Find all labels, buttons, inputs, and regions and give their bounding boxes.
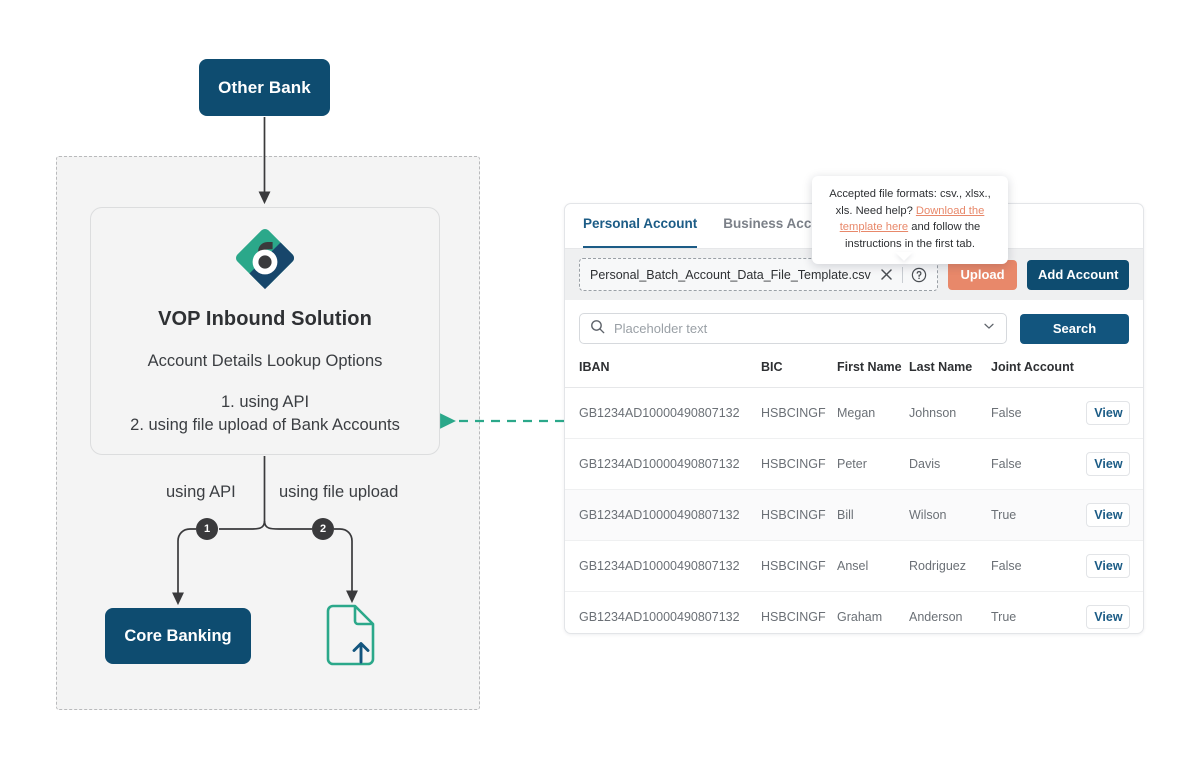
search-icon <box>590 319 605 339</box>
vop-brand-logo <box>233 226 297 290</box>
cell-last-name: Wilson <box>909 508 947 522</box>
step-badge-1-label: 1 <box>203 523 211 535</box>
core-banking-node: Core Banking <box>105 608 251 664</box>
view-button[interactable]: View <box>1086 401 1131 425</box>
cell-first-name: Ansel <box>837 559 869 573</box>
account-type-tabs: Personal Account Business Account <box>565 204 1143 248</box>
tab-personal-account[interactable]: Personal Account <box>583 216 698 248</box>
cell-iban: GB1234AD10000490807132 <box>579 508 740 522</box>
view-button[interactable]: View <box>1086 605 1131 629</box>
accounts-table: IBAN BIC First Name Last Name Joint Acco… <box>565 356 1143 634</box>
search-row: Placeholder text Search <box>565 300 1143 356</box>
core-banking-label: Core Banking <box>124 626 232 645</box>
dropzone-divider <box>901 266 903 283</box>
tooltip-tail <box>895 252 913 261</box>
tooltip-prefix: Need help? <box>855 204 916 217</box>
view-button[interactable]: View <box>1086 503 1131 527</box>
column-header-bic: BIC <box>761 360 783 374</box>
accounts-table-head: IBAN BIC First Name Last Name Joint Acco… <box>565 356 1143 388</box>
cell-first-name: Megan <box>837 406 876 420</box>
chevron-down-icon[interactable] <box>982 319 996 338</box>
cell-joint-account: False <box>991 559 1022 573</box>
cell-joint-account: True <box>991 508 1017 522</box>
solution-option-2: 2. using file upload of Bank Accounts <box>130 416 400 434</box>
file-upload-strip: Personal_Batch_Account_Data_File_Templat… <box>565 248 1143 300</box>
solution-options: 1. using API 2. using file upload of Ban… <box>130 391 400 437</box>
cell-bic: HSBCINGF <box>761 406 826 420</box>
cell-iban: GB1234AD10000490807132 <box>579 457 740 471</box>
uploaded-filename: Personal_Batch_Account_Data_File_Templat… <box>590 267 871 282</box>
column-header-joint-account: Joint Account <box>991 360 1074 374</box>
column-header-first-name: First Name <box>837 360 902 374</box>
tooltip-line-1: Accepted file formats: csv., xlsx., xls. <box>829 188 991 217</box>
download-template-link[interactable]: Download the template here <box>839 204 985 234</box>
search-button-label: Search <box>1052 321 1097 336</box>
step-badge-1: 1 <box>196 518 218 540</box>
cell-first-name: Bill <box>837 508 854 522</box>
other-bank-label: Other Bank <box>218 77 311 97</box>
column-header-last-name: Last Name <box>909 360 973 374</box>
table-row[interactable]: GB1234AD10000490807132 HSBCINGF Bill Wilson… <box>565 489 1143 541</box>
cell-bic: HSBCINGF <box>761 559 826 573</box>
table-row[interactable]: GB1234AD10000490807132 HSBCINGF Graham Ande… <box>565 592 1143 634</box>
column-header-iban: IBAN <box>579 360 610 374</box>
cell-actions: View <box>1074 592 1143 634</box>
file-dropzone[interactable]: Personal_Batch_Account_Data_File_Templat… <box>579 258 938 291</box>
search-input[interactable]: Placeholder text <box>579 313 1007 344</box>
cell-actions: View <box>1074 490 1143 541</box>
cell-actions: View <box>1074 541 1143 592</box>
cell-iban: GB1234AD10000490807132 <box>579 559 740 573</box>
cell-actions: View <box>1074 388 1143 439</box>
cell-last-name: Davis <box>909 457 941 471</box>
cell-bic: HSBCINGF <box>761 508 826 522</box>
branch-label-using-file-upload: using file upload <box>279 483 399 501</box>
solution-subtitle: Account Details Lookup Options <box>147 352 383 370</box>
close-icon[interactable] <box>879 267 894 282</box>
search-placeholder-text: Placeholder text <box>614 321 708 336</box>
view-button[interactable]: View <box>1086 452 1131 476</box>
cell-joint-account: False <box>991 406 1022 420</box>
cell-actions: View <box>1074 439 1143 490</box>
accounts-panel: Personal Account Business Account Person… <box>564 203 1144 634</box>
upload-button-label: Upload <box>960 267 1005 282</box>
cell-first-name: Graham <box>837 610 883 624</box>
cell-last-name: Johnson <box>909 406 957 420</box>
cell-joint-account: True <box>991 610 1017 624</box>
question-circle-icon[interactable] <box>911 267 927 283</box>
tooltip-suffix: and follow the instructions in the first… <box>845 221 981 250</box>
branch-label-using-api: using API <box>166 483 236 501</box>
tab-personal-account-label: Personal Account <box>583 216 698 231</box>
solution-option-1: 1. using API <box>220 393 310 411</box>
add-account-button[interactable]: Add Account <box>1027 259 1129 290</box>
cell-last-name: Anderson <box>909 610 963 624</box>
cell-bic: HSBCINGF <box>761 610 826 624</box>
view-button[interactable]: View <box>1086 554 1131 578</box>
cell-iban: GB1234AD10000490807132 <box>579 610 740 624</box>
cell-last-name: Rodriguez <box>909 559 966 573</box>
tab-business-account-label: Business Account <box>723 216 841 231</box>
search-button[interactable]: Search <box>1020 313 1129 344</box>
table-row[interactable]: GB1234AD10000490807132 HSBCINGF Megan Johns… <box>565 388 1143 439</box>
tab-business-account[interactable]: Business Account <box>723 216 840 248</box>
tooltip-line-2: Need help? Download the template here an… <box>840 205 985 250</box>
step-badge-2: 2 <box>312 518 334 540</box>
upload-button[interactable]: Upload <box>947 259 1018 290</box>
step-badge-2-label: 2 <box>319 523 327 535</box>
add-account-button-label: Add Account <box>1038 267 1119 282</box>
cell-iban: GB1234AD10000490807132 <box>579 406 740 420</box>
file-format-tooltip: Accepted file formats: csv., xlsx., xls.… <box>812 176 1008 264</box>
cell-first-name: Peter <box>837 457 867 471</box>
page-title: VOP Inbound Solution <box>158 308 372 330</box>
cell-bic: HSBCINGF <box>761 457 826 471</box>
table-header-row: IBAN BIC First Name Last Name Joint Acco… <box>565 356 1143 388</box>
column-header-actions <box>1074 356 1143 388</box>
other-bank-node: Other Bank <box>199 59 330 116</box>
cell-joint-account: False <box>991 457 1022 471</box>
table-row[interactable]: GB1234AD10000490807132 HSBCINGF Peter Davis… <box>565 439 1143 490</box>
table-row[interactable]: GB1234AD10000490807132 HSBCINGF Ansel Rodri… <box>565 541 1143 592</box>
vop-inbound-solution-card: VOP Inbound Solution Account Details Loo… <box>90 207 440 455</box>
file-upload-icon <box>323 604 379 666</box>
